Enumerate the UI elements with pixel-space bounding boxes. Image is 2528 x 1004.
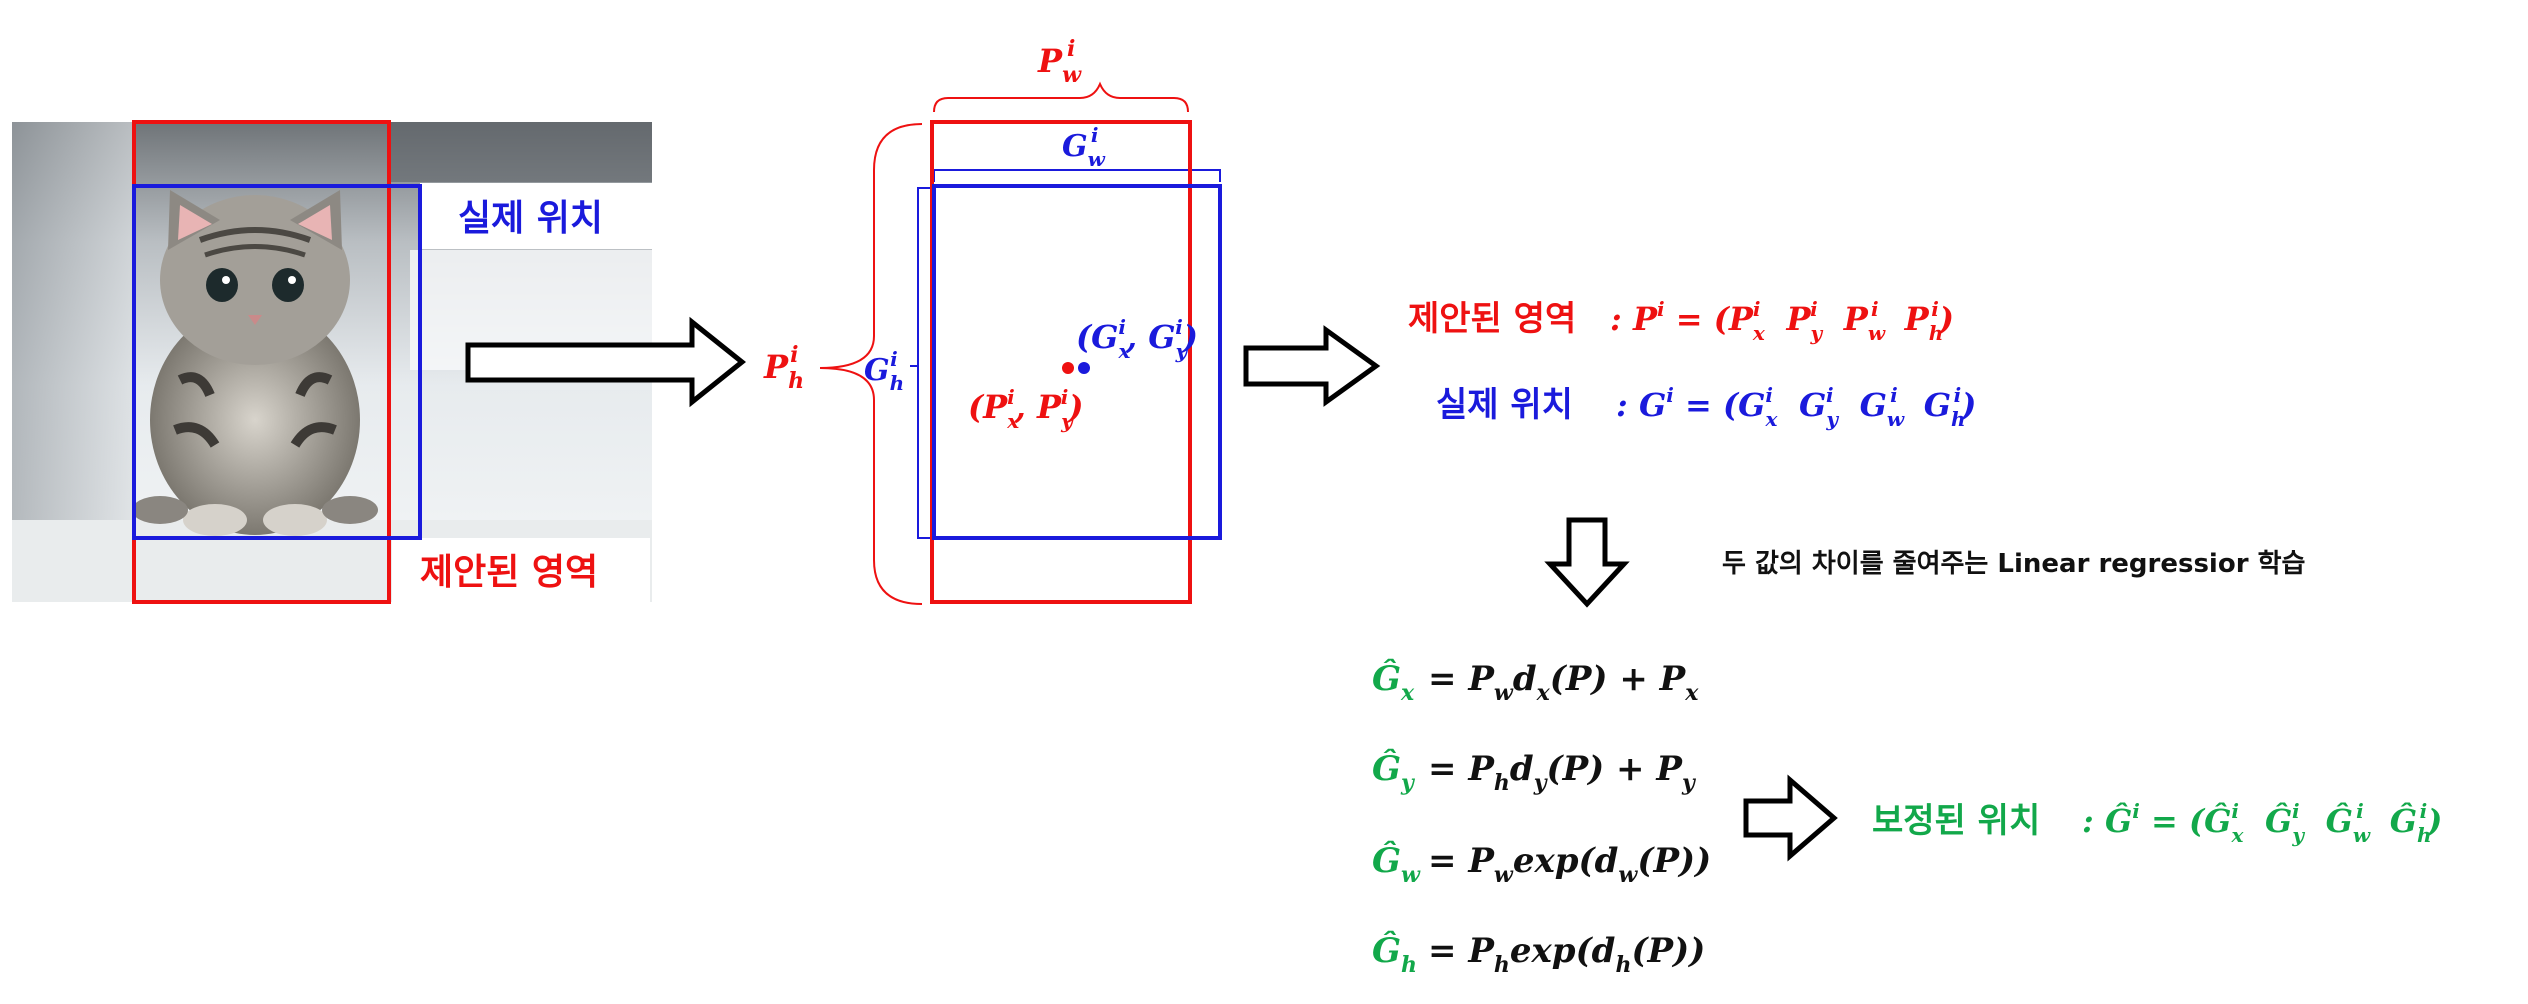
svg-text:Ĝw: Ĝw — [1372, 840, 1421, 888]
def-proposed-label: 제안된 영역 — [1408, 299, 1576, 339]
ph-label: Phi — [763, 342, 804, 394]
gh-label: Ghi — [864, 347, 904, 395]
equation-gw: Ĝw = Pwexp(dw(P)) — [1372, 840, 1711, 888]
def-actual-label: 실제 위치 — [1436, 385, 1573, 425]
proposed-center-label: (Pxi, Pyi) — [968, 385, 1083, 433]
equation-gy: Ĝy = Phdy(P) + Py — [1372, 748, 1697, 796]
equation-gh: Ĝh = Phexp(dh(P)) — [1372, 930, 1705, 978]
kitten — [132, 190, 378, 536]
proposed-box — [930, 120, 1192, 604]
svg-text:Ĝy: Ĝy — [1372, 748, 1416, 796]
arrow-down — [1544, 517, 1630, 608]
kitten-photo: 실제 위치 제안된 영역 — [12, 120, 652, 604]
svg-text:= Pwexp(dw(P)): = Pwexp(dw(P)) — [1428, 841, 1711, 888]
pw-brace — [933, 81, 1189, 113]
gw-label: Gwi — [1062, 123, 1106, 171]
svg-text:= Pwdx(P) + Px: = Pwdx(P) + Px — [1428, 659, 1699, 706]
corrected-label: 보정된 위치 — [1872, 801, 2040, 841]
photo-label-proposed: 제안된 영역 — [420, 552, 598, 593]
svg-text:= Phexp(dh(P)): = Phexp(dh(P)) — [1428, 931, 1705, 978]
photo-label-actual: 실제 위치 — [458, 198, 603, 239]
gh-bracket — [910, 187, 934, 539]
arrow-right-3 — [1743, 774, 1838, 862]
proposed-center-dot — [1062, 362, 1074, 374]
regression-note: 두 값의 차이를 줄여주는 Linear regressior 학습 — [1722, 549, 2305, 579]
gw-bracket — [933, 169, 1221, 182]
svg-text:= Phdy(P) + Py: = Phdy(P) + Py — [1428, 749, 1697, 796]
equations: Ĝx = Pwdx(P) + Px Ĝy = Phdy(P) + Py Ĝw =… — [1372, 658, 1711, 978]
box-diagram: Pwi Gwi Phi Ghi (Gxi, Gyi) (Pxi, Pyi) — [763, 36, 1222, 605]
svg-text:Ĝh: Ĝh — [1372, 930, 1417, 978]
ph-brace — [819, 123, 923, 605]
arrow-right-2 — [1243, 325, 1381, 407]
actual-center-dot — [1078, 362, 1090, 374]
photo-actual-box — [132, 184, 422, 540]
pw-label: Pwi — [1037, 36, 1082, 88]
arrow-right-1 — [465, 316, 747, 408]
equation-gx: Ĝx = Pwdx(P) + Px — [1372, 658, 1699, 706]
svg-text:Ĝx: Ĝx — [1372, 658, 1415, 706]
actual-center-label: (Gxi, Gyi) — [1076, 315, 1198, 363]
actual-box — [932, 184, 1222, 540]
